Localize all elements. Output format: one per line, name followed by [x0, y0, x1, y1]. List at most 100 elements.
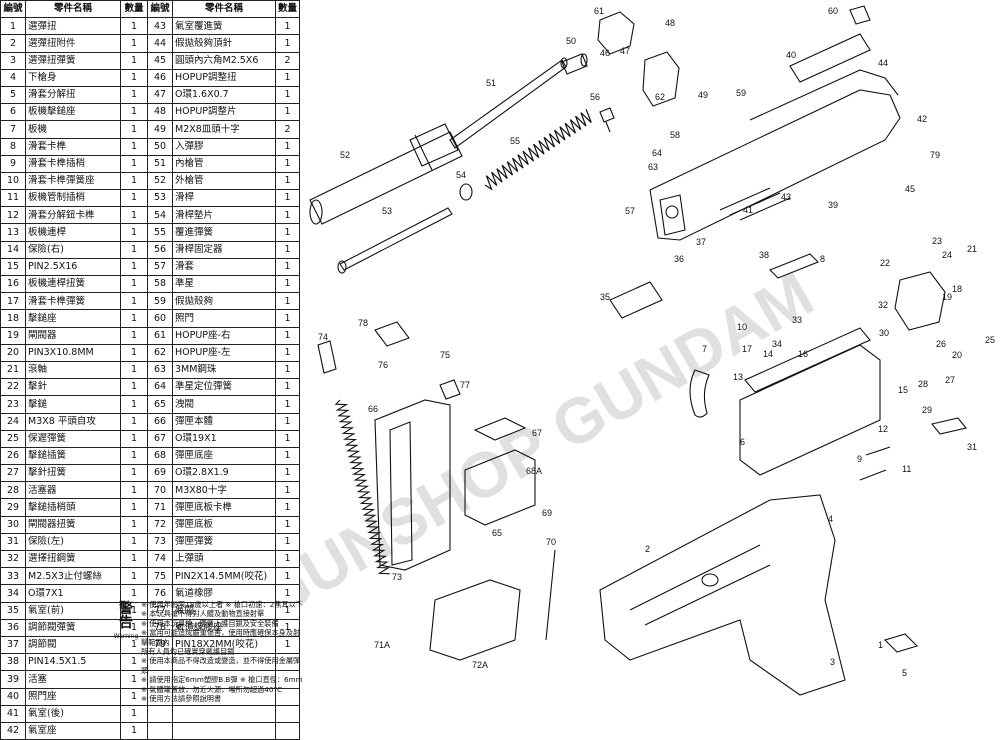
part-quantity: 1 [120, 515, 148, 534]
part-quantity: 1 [120, 240, 148, 259]
part-number: 35 [0, 601, 26, 620]
part-name: 準星 [172, 274, 276, 294]
callout-label: 6 [740, 437, 745, 447]
part-name: 滑套分解鈕卡榫 [25, 206, 121, 225]
warning-line: ※ 請使用指定6mm塑膠B.B彈 ※ 槍口直徑：6mm [141, 675, 303, 685]
callout-label: 52 [340, 150, 350, 160]
part-quantity: 1 [120, 395, 148, 414]
callout-label: 36 [674, 254, 684, 264]
callout-label: 25 [985, 335, 995, 345]
part-name: 下槍身 [25, 68, 121, 87]
part-name: 板機連桿扭簧 [25, 274, 121, 294]
part-number: 10 [0, 171, 26, 191]
part-name [172, 721, 276, 740]
callout-label: 16 [798, 349, 808, 359]
part-name: 滑桿固定器 [172, 240, 276, 259]
part-name: HOPUP座-右 [172, 326, 276, 345]
part-quantity: 1 [120, 292, 148, 311]
part-quantity: 1 [274, 412, 301, 431]
part-name [172, 704, 276, 723]
warning-line: ※ 本玩具槍不得對人體及動物直接射擊 [141, 609, 265, 619]
part-number: 57 [147, 257, 173, 277]
callout-label: 74 [318, 332, 328, 342]
part-name: 板機連桿 [25, 223, 121, 242]
callout-label: 40 [786, 50, 796, 60]
part-number: 66 [147, 412, 173, 431]
callout-label: 8 [820, 254, 825, 264]
part-quantity: 1 [274, 635, 301, 655]
hammer-housing [894, 271, 946, 331]
pins [859, 446, 891, 481]
callout-label: 3 [830, 657, 835, 667]
part-number: 70 [147, 481, 173, 500]
part-quantity: 1 [274, 154, 301, 173]
part-quantity: 1 [274, 223, 301, 242]
part-number: 38 [0, 653, 26, 672]
part-name: 擊鎚 [25, 395, 121, 414]
part-number: 39 [0, 670, 26, 689]
part-quantity [274, 721, 301, 740]
part-name: 滑套卡榫 [25, 137, 121, 156]
callout-label: 32 [878, 300, 888, 310]
watermark-text: GUNSHOP GUNDAM [300, 257, 825, 633]
warning-line: ※ 使用年齡限18歲以上者 ※ 槍口初速：2焦耳以下 [141, 600, 303, 609]
part-number [147, 704, 173, 723]
part-number: 46 [147, 68, 173, 87]
part-number: 19 [0, 326, 26, 345]
part-name: 內槍管 [172, 154, 276, 173]
part-quantity: 1 [274, 464, 301, 483]
part-number: 18 [0, 309, 26, 328]
callout-label: 72A [472, 660, 488, 670]
callout-label: 60 [828, 6, 838, 16]
part-number: 52 [147, 171, 173, 191]
callout-label: 47 [620, 46, 630, 56]
callout-label: 57 [625, 206, 635, 216]
part-name: 選擇扭鋼簧 [25, 549, 121, 569]
col-header-number: 編號 [147, 0, 173, 19]
part-quantity: 1 [120, 85, 148, 105]
part-quantity [274, 687, 301, 706]
part-name: O環19X1 [172, 429, 276, 448]
part-number: 75 [147, 567, 173, 586]
part-quantity: 1 [274, 584, 301, 603]
part-number: 22 [0, 378, 26, 397]
part-number: 43 [147, 17, 173, 36]
part-number: 9 [0, 154, 26, 173]
part-number: 44 [147, 34, 173, 53]
part-number: 71 [147, 498, 173, 517]
part-quantity: 1 [120, 154, 148, 173]
part-quantity: 1 [120, 120, 148, 139]
magazine-base [464, 449, 536, 526]
callout-label: 5 [902, 668, 907, 678]
part-number: 56 [147, 240, 173, 259]
callout-label: 49 [698, 90, 708, 100]
part-name: 閘閥器扭簧 [25, 515, 121, 534]
part-number: 59 [147, 292, 173, 311]
part-number: 11 [0, 189, 26, 208]
part-name: PIN2X14.5MM(咬花) [172, 567, 276, 586]
callout-label: 53 [382, 206, 392, 216]
part-name: 上彈頭 [172, 549, 276, 569]
guide-rod [337, 207, 453, 274]
callout-label: 39 [828, 200, 838, 210]
callout-label: 31 [967, 442, 977, 452]
part-quantity: 1 [120, 309, 148, 328]
part-number: 67 [147, 429, 173, 448]
callout-label: 75 [440, 350, 450, 360]
part-number: 55 [147, 223, 173, 242]
magazine-screw [545, 549, 556, 641]
part-name: M3X8 平頭自攻 [25, 412, 121, 431]
part-quantity: 1 [120, 378, 148, 397]
callout-label: 13 [733, 372, 743, 382]
part-name: 選彈扭 [25, 17, 121, 36]
part-quantity [274, 670, 301, 689]
part-quantity: 1 [120, 274, 148, 294]
